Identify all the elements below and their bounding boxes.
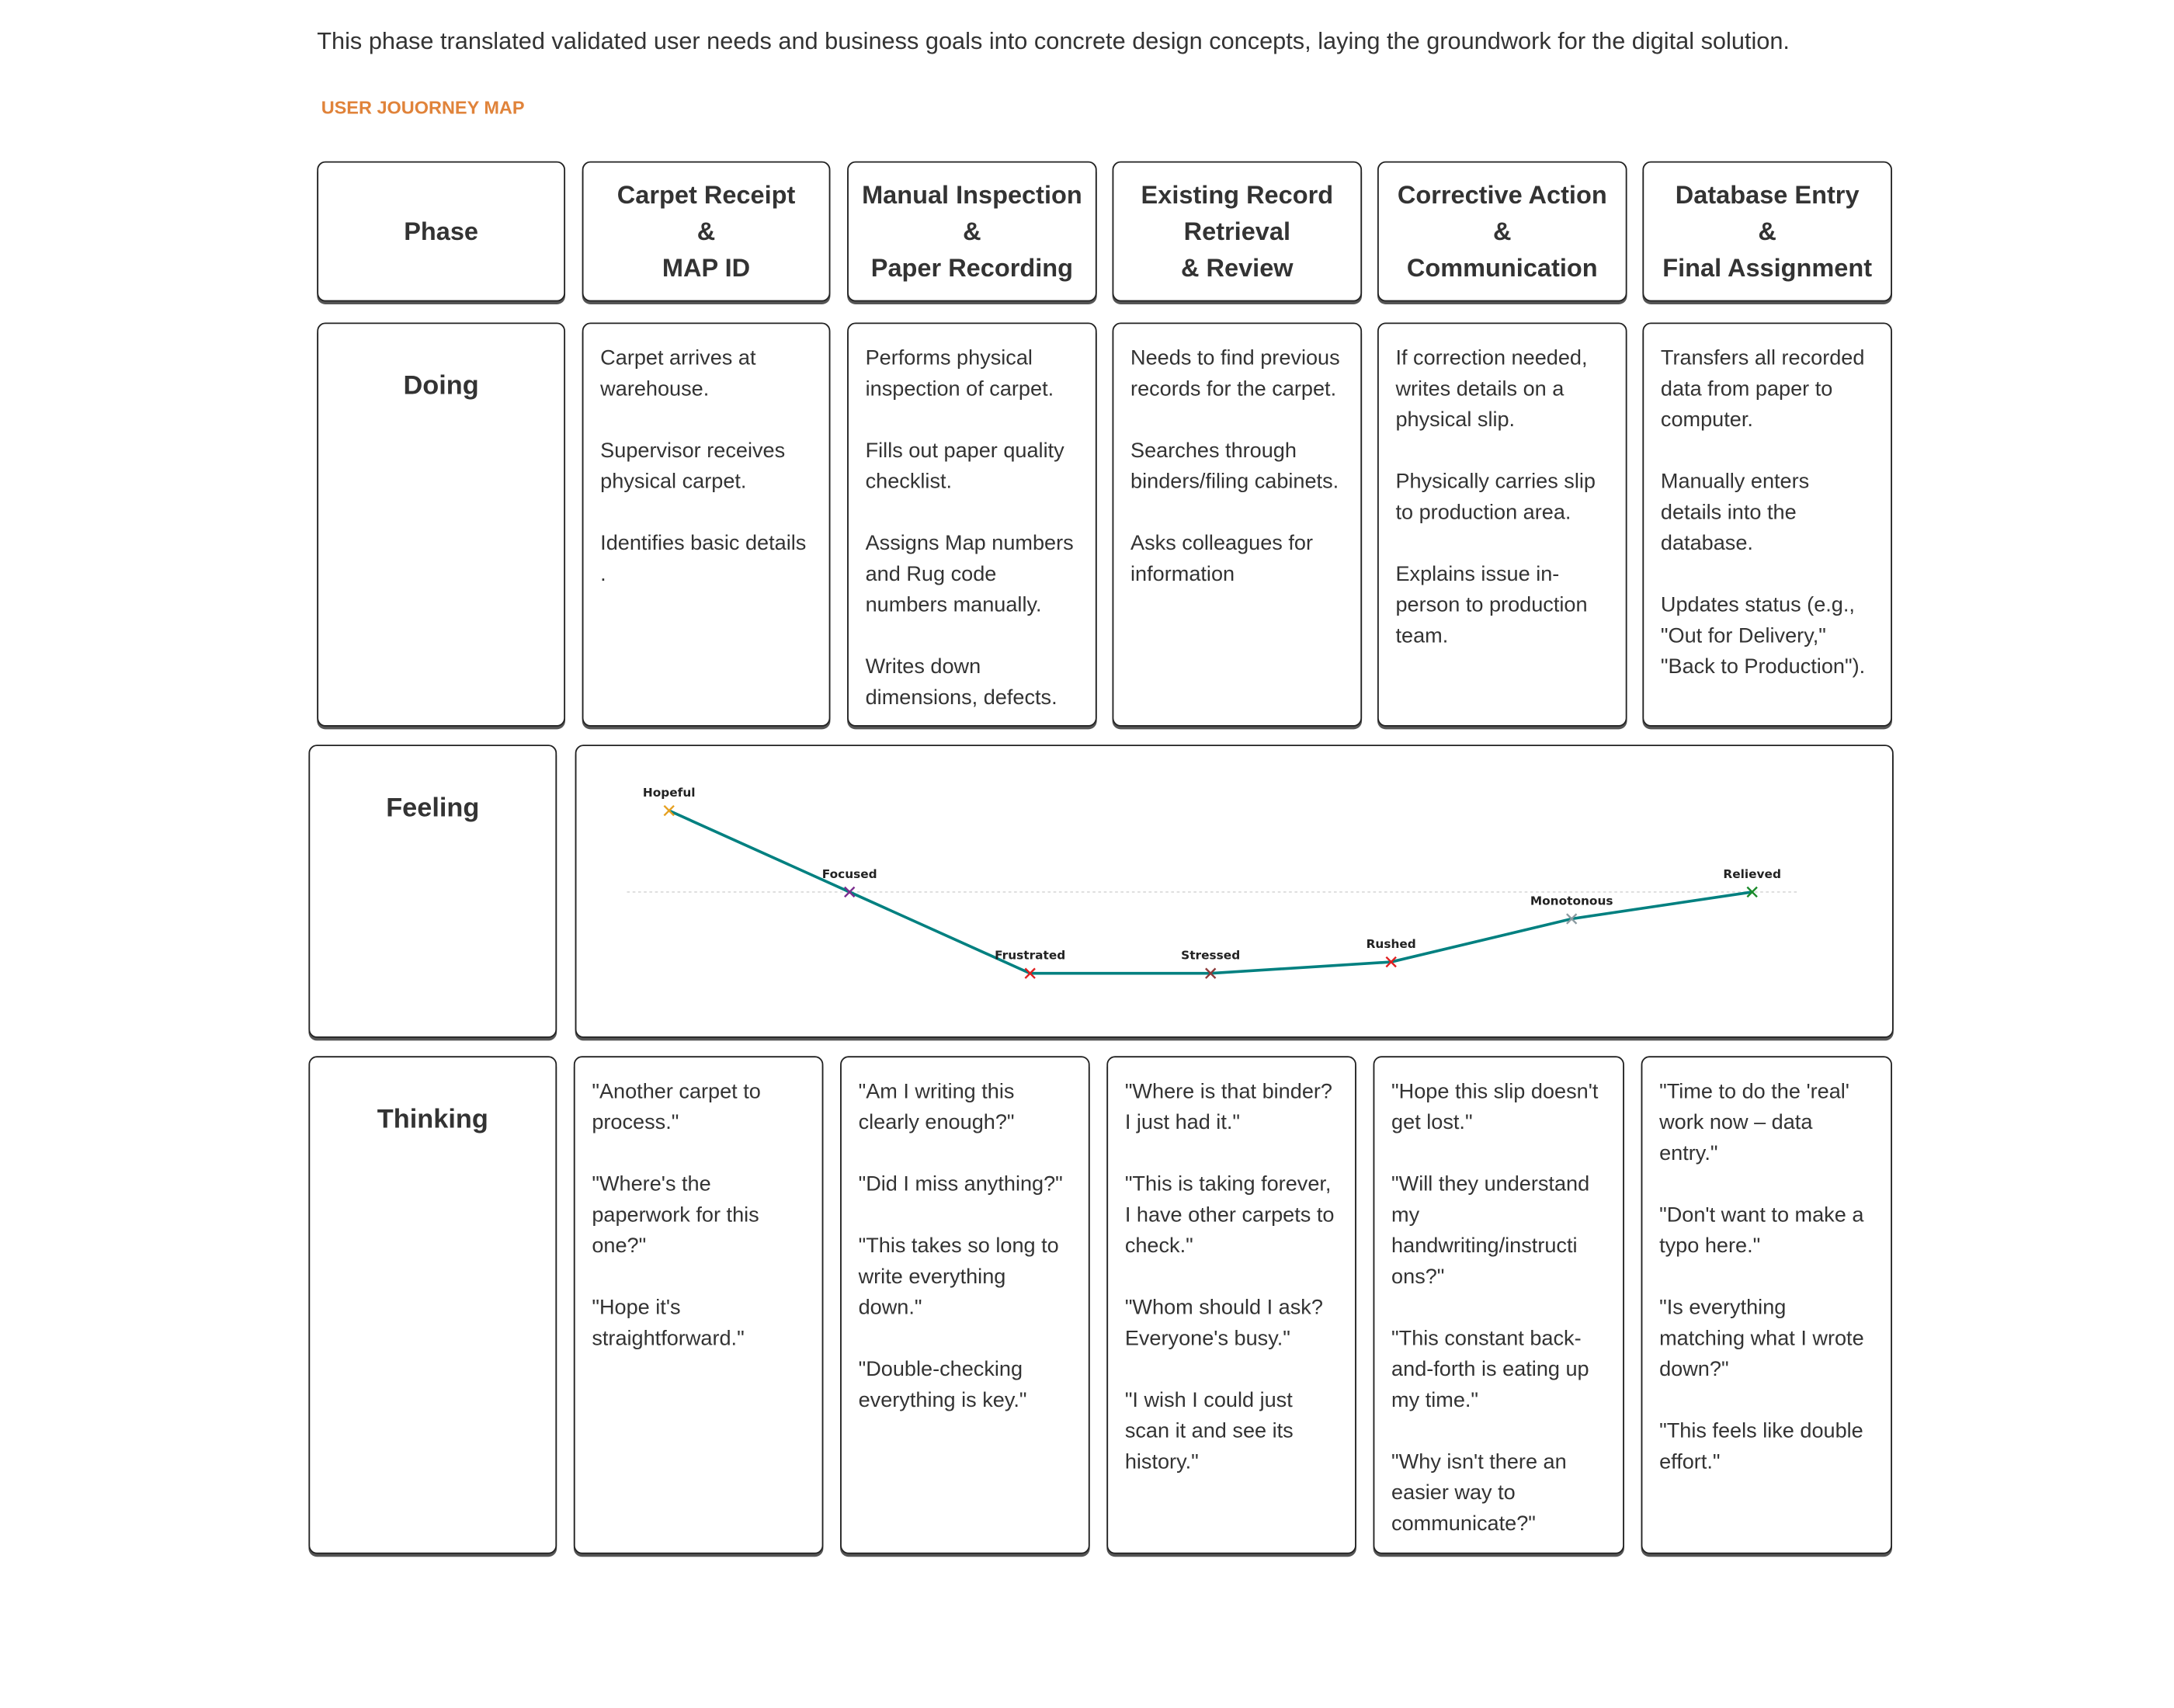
phase-label: Phase <box>317 161 566 302</box>
emotion-marker <box>1205 967 1217 979</box>
emotion-marker <box>1566 913 1578 925</box>
emotion-label: Frustrated <box>995 949 1065 963</box>
doing-cell: Performs physical inspection of carpet. … <box>847 322 1097 727</box>
doing-cell: Carpet arrives at warehouse. Supervisor … <box>582 322 831 727</box>
emotion-label: Hopeful <box>643 786 696 800</box>
section-title: USER JOUORNEY MAP <box>321 96 525 118</box>
emotion-label: Focused <box>822 867 877 881</box>
phase-header: Database Entry & Final Assignment <box>1642 161 1892 302</box>
intro-text: This phase translated validated user nee… <box>317 28 1790 55</box>
phase-header: Manual Inspection & Paper Recording <box>847 161 1097 302</box>
emotion-marker <box>1024 967 1036 979</box>
emotion-label: Stressed <box>1181 949 1240 963</box>
emotion-marker <box>1385 956 1397 968</box>
emotion-label: Rushed <box>1367 937 1416 951</box>
thinking-label: Thinking <box>308 1056 557 1554</box>
thinking-cell: "Another carpet to process." "Where's th… <box>573 1056 824 1554</box>
thinking-cell: "Am I writing this clearly enough?" "Did… <box>840 1056 1090 1554</box>
phase-header: Existing Record Retrieval & Review <box>1112 161 1363 302</box>
feeling-label: Feeling <box>308 745 557 1038</box>
thinking-cell: "Hope this slip doesn't get lost." "Will… <box>1373 1056 1624 1554</box>
phase-header: Carpet Receipt & MAP ID <box>582 161 831 302</box>
thinking-cell: "Time to do the 'real' work now – data e… <box>1641 1056 1892 1554</box>
emotion-marker <box>1746 886 1758 898</box>
emotion-label: Monotonous <box>1530 894 1613 908</box>
doing-cell: Transfers all recorded data from paper t… <box>1642 322 1892 727</box>
emotion-marker <box>844 886 856 898</box>
doing-cell: Needs to find previous records for the c… <box>1112 322 1363 727</box>
doing-label: Doing <box>317 322 566 727</box>
emotion-marker <box>663 805 675 817</box>
doing-cell: If correction needed, writes details on … <box>1377 322 1627 727</box>
thinking-cell: "Where is that binder? I just had it." "… <box>1106 1056 1356 1554</box>
emotion-label: Relieved <box>1723 867 1781 881</box>
phase-header: Corrective Action & Communication <box>1377 161 1627 302</box>
